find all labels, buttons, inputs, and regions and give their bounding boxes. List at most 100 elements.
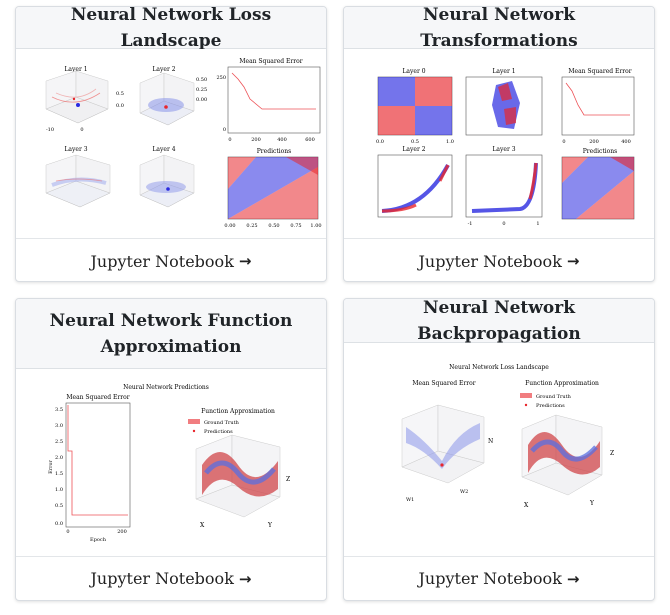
panel-title: Layer 0 [402, 68, 425, 75]
link-label: Jupyter Notebook [418, 569, 562, 588]
link-label: Jupyter Notebook [90, 569, 234, 588]
card-figure: Neural Network Predictions Mean Squared … [16, 369, 326, 556]
panel-title: Mean Squared Error [568, 68, 631, 75]
tick-label: -10 [46, 127, 54, 133]
tick-label: 1 [536, 221, 539, 227]
arrow-right-icon: → [566, 252, 580, 270]
tick-label: 200 [251, 137, 261, 143]
card-title-text: Neural Network Loss Landscape [70, 6, 272, 51]
card-title: Neural Network Transformations [344, 7, 654, 51]
tick-label: 0.00 [224, 223, 235, 229]
tick-label: 400 [621, 139, 631, 145]
tick-label: 0.25 [196, 87, 207, 93]
panel-title: Predictions [257, 148, 291, 155]
tick-label: 600 [305, 137, 315, 143]
mse-y-ticks: 3.5 3.0 2.5 2.0 1.5 1.0 0.5 0.0 [55, 407, 63, 527]
axis-label: N [488, 438, 493, 445]
card-figure: Layer 0 Layer 1 Mean Squared Error [344, 49, 654, 238]
svg-text:Predictions: Predictions [536, 403, 565, 409]
axis-label: Z [286, 476, 290, 483]
panel-title: Layer 1 [492, 68, 515, 75]
function-approximation-figure: Neural Network Predictions Mean Squared … [48, 384, 290, 543]
arrow-right-icon: → [238, 252, 252, 270]
panel-title: Function Approximation [201, 408, 275, 415]
svg-text:2.5: 2.5 [55, 439, 63, 445]
card-title-text: Neural Network Transformations [420, 6, 578, 51]
axis-label: Y [267, 522, 273, 529]
figure-suptitle: Neural Network Predictions [123, 384, 209, 391]
mse-chart [227, 66, 321, 134]
jupyter-notebook-link[interactable]: Jupyter Notebook → [344, 556, 654, 600]
tick-label: 200 [589, 139, 599, 145]
svg-text:3.0: 3.0 [55, 423, 63, 429]
tick-label: 0.75 [290, 223, 301, 229]
backpropagation-figure: Neural Network Loss Landscape Mean Squar… [401, 364, 614, 509]
predictions-scatter [227, 156, 319, 220]
layer0-scatter [377, 76, 453, 136]
card-title-text: Neural Network Backpropagation [417, 298, 581, 344]
tick-label: 0.00 [196, 97, 207, 103]
jupyter-notebook-link[interactable]: Jupyter Notebook → [16, 238, 326, 281]
layer2-3d-plot [139, 72, 195, 126]
svg-text:1.5: 1.5 [55, 471, 63, 477]
loss-landscape-figure: Layer 1 0.5 0.0 -10 0 Layer 2 [45, 58, 322, 229]
tick-label: 0.50 [268, 223, 279, 229]
svg-text:Ground Truth: Ground Truth [536, 394, 572, 400]
tick-label: 1.00 [310, 223, 321, 229]
tick-label: 200 [117, 529, 127, 535]
panel-title: Mean Squared Error [412, 380, 475, 387]
axis-label: X [200, 522, 205, 529]
axis-label: W1 [406, 497, 414, 503]
transformations-figure: Layer 0 Layer 1 Mean Squared Error [376, 68, 635, 227]
jupyter-notebook-link[interactable]: Jupyter Notebook → [344, 238, 654, 281]
tick-label: 250 [216, 75, 226, 81]
svg-text:Ground Truth: Ground Truth [204, 420, 240, 426]
panel-title: Layer 4 [152, 146, 175, 153]
tick-label: 0 [66, 529, 69, 535]
card-figure: Neural Network Loss Landscape Mean Squar… [344, 343, 654, 556]
jupyter-notebook-link[interactable]: Jupyter Notebook → [16, 556, 326, 600]
panel-title: Predictions [583, 148, 617, 155]
card-function-approximation: Neural Network Function Approximation Ne… [15, 298, 327, 601]
tick-label: 0.50 [196, 77, 207, 83]
tick-label: 400 [277, 137, 287, 143]
arrow-right-icon: → [238, 569, 252, 588]
layer3-scatter [465, 154, 543, 218]
card-backpropagation: Neural Network Backpropagation Neural Ne… [343, 298, 655, 601]
legend: Ground Truth Predictions [520, 393, 572, 409]
tick-label: 0 [223, 127, 226, 133]
predictions-scatter [561, 156, 635, 220]
layer3-3d-plot [45, 154, 111, 208]
tick-label: -1 [468, 221, 473, 227]
axis-label: Z [610, 450, 614, 457]
panel-title: Layer 3 [492, 146, 515, 153]
link-label: Jupyter Notebook [418, 251, 562, 271]
svg-text:0.0: 0.0 [55, 521, 63, 527]
axis-label: X [524, 502, 529, 509]
mse-chart [561, 76, 635, 136]
svg-text:2.0: 2.0 [55, 455, 63, 461]
axis-label: Y [589, 500, 595, 507]
tick-label: 0 [228, 137, 231, 143]
card-title: Neural Network Function Approximation [16, 299, 326, 369]
panel-title: Layer 1 [64, 66, 87, 73]
link-label: Jupyter Notebook [90, 251, 234, 271]
legend: Ground Truth Predictions [188, 419, 240, 435]
tick-label: 0.0 [116, 103, 124, 109]
card-figure: Layer 1 0.5 0.0 -10 0 Layer 2 [16, 49, 326, 238]
axis-label: W2 [460, 489, 468, 495]
arrow-right-icon: → [566, 569, 580, 588]
function-surface-3d-plot [521, 414, 603, 496]
panel-title: Mean Squared Error [239, 58, 302, 65]
panel-title: Mean Squared Error [66, 394, 129, 401]
card-title-text: Neural Network Function Approximation [49, 310, 293, 357]
tick-label: 0.5 [411, 139, 419, 145]
svg-text:1.0: 1.0 [55, 487, 63, 493]
card-transformations: Neural Network Transformations Layer 0 L… [343, 6, 655, 282]
layer1-scatter [465, 76, 543, 136]
panel-title: Layer 2 [402, 146, 425, 153]
tick-label: 0 [502, 221, 505, 227]
tick-label: 0.5 [116, 91, 124, 97]
y-axis-label: Error [48, 459, 54, 473]
svg-text:0.5: 0.5 [55, 503, 63, 509]
